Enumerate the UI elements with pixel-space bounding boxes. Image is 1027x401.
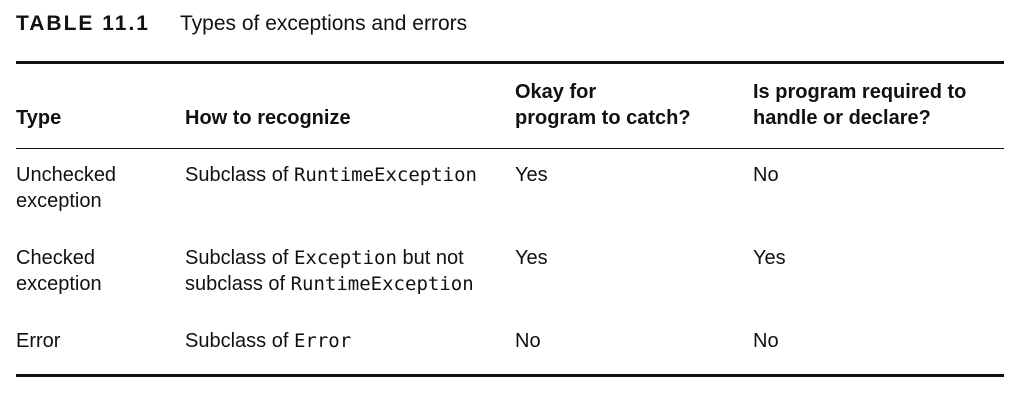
row-2-recognize-line2: subclass of RuntimeException xyxy=(185,271,510,297)
row-2-type-line2: exception xyxy=(16,273,102,295)
row-3-required: No xyxy=(753,330,779,352)
header-type: Type xyxy=(16,107,62,129)
row-2-recognize-code: Exception xyxy=(293,247,397,269)
table-bottom-rule xyxy=(16,374,1004,377)
row-1-type-line2: exception xyxy=(16,190,102,212)
row-1-recognize: Subclass of RuntimeException xyxy=(185,162,510,188)
row-3-recognize: Subclass of Error xyxy=(185,328,510,354)
row-1-type-line1: Unchecked xyxy=(16,164,117,186)
table-top-rule xyxy=(16,61,1004,64)
header-required-to-handle: Is program required to handle or declare… xyxy=(753,79,1003,131)
row-3-type: Error xyxy=(16,330,61,352)
row-1-recognize-code: RuntimeException xyxy=(293,164,477,186)
row-2-type: Checked exception xyxy=(16,245,176,297)
row-1-required: No xyxy=(753,164,779,186)
row-2-recognize-text: Subclass of xyxy=(185,247,294,269)
header-okay-to-catch-line2: program to catch? xyxy=(515,107,691,129)
table-title: Types of exceptions and errors xyxy=(179,12,468,35)
row-2-type-line1: Checked xyxy=(16,247,95,269)
row-2-recognize-line2-text: subclass of xyxy=(185,273,291,295)
header-okay-to-catch-line1: Okay for xyxy=(515,81,597,103)
row-2-catch: Yes xyxy=(515,247,548,269)
row-2-recognize-mid: but not xyxy=(396,247,464,269)
row-2-required: Yes xyxy=(753,247,786,269)
row-1-catch: Yes xyxy=(515,164,548,186)
header-required-line1: Is program required to xyxy=(753,81,967,103)
row-1-type: Unchecked exception xyxy=(16,162,176,214)
table-number: TABLE 11.1 xyxy=(16,12,150,35)
header-divider xyxy=(16,148,1004,149)
row-2-recognize-line1: Subclass of Exception but not xyxy=(185,245,510,271)
row-3-recognize-code: Error xyxy=(293,330,352,352)
row-2-recognize: Subclass of Exception but not subclass o… xyxy=(185,245,510,297)
row-3-recognize-text: Subclass of xyxy=(185,330,294,352)
header-okay-to-catch: Okay for program to catch? xyxy=(515,79,745,131)
row-2-recognize-line2-code: RuntimeException xyxy=(290,273,474,295)
header-required-line2: handle or declare? xyxy=(753,107,931,129)
header-how-to-recognize: How to recognize xyxy=(185,107,351,129)
table-caption: TABLE 11.1 Types of exceptions and error… xyxy=(16,10,467,38)
row-3-catch: No xyxy=(515,330,541,352)
row-1-recognize-text: Subclass of xyxy=(185,164,294,186)
